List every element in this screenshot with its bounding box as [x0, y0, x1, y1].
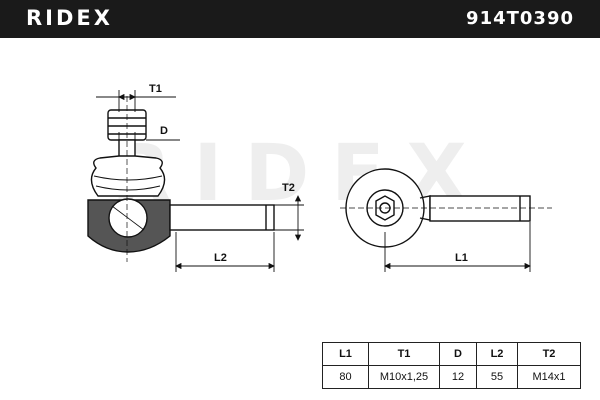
spec-header-t1: T1: [368, 342, 440, 366]
spec-value-d: 12: [439, 365, 477, 389]
dim-label-t1: T1: [149, 83, 162, 95]
spec-header-l2: L2: [476, 342, 518, 366]
top-shaft: [429, 195, 531, 222]
spec-value-t2: M14x1: [517, 365, 581, 389]
top-view: [340, 168, 552, 248]
spec-value-t1: M10x1,25: [368, 365, 440, 389]
spec-value-row: 80 M10x1,25 12 55 M14x1: [322, 365, 581, 389]
spec-value-l2: 55: [476, 365, 518, 389]
spec-table: L1 T1 D L2 T2 80 M10x1,25 12 55 M14x1: [322, 342, 581, 389]
dim-label-l1: L1: [455, 252, 468, 264]
spec-header-t2: T2: [517, 342, 581, 366]
side-view: [87, 96, 275, 262]
technical-drawing: RIDEX: [87, 83, 552, 272]
spec-value-l1: 80: [322, 365, 369, 389]
part-number: 914T0390: [466, 8, 574, 29]
dim-label-d: D: [160, 125, 168, 137]
rubber-boot: [90, 155, 166, 197]
header-bar: RIDEX 914T0390: [0, 0, 600, 38]
spec-header-d: D: [439, 342, 477, 366]
brand-logo: RIDEX: [26, 6, 113, 30]
top-dimensions: [384, 222, 531, 272]
side-dimensions: [96, 90, 304, 272]
spec-header-l1: L1: [322, 342, 369, 366]
spec-header-row: L1 T1 D L2 T2: [322, 342, 581, 366]
dim-label-t2: T2: [282, 182, 295, 194]
shaft: [169, 204, 275, 231]
dim-label-l2: L2: [214, 252, 227, 264]
